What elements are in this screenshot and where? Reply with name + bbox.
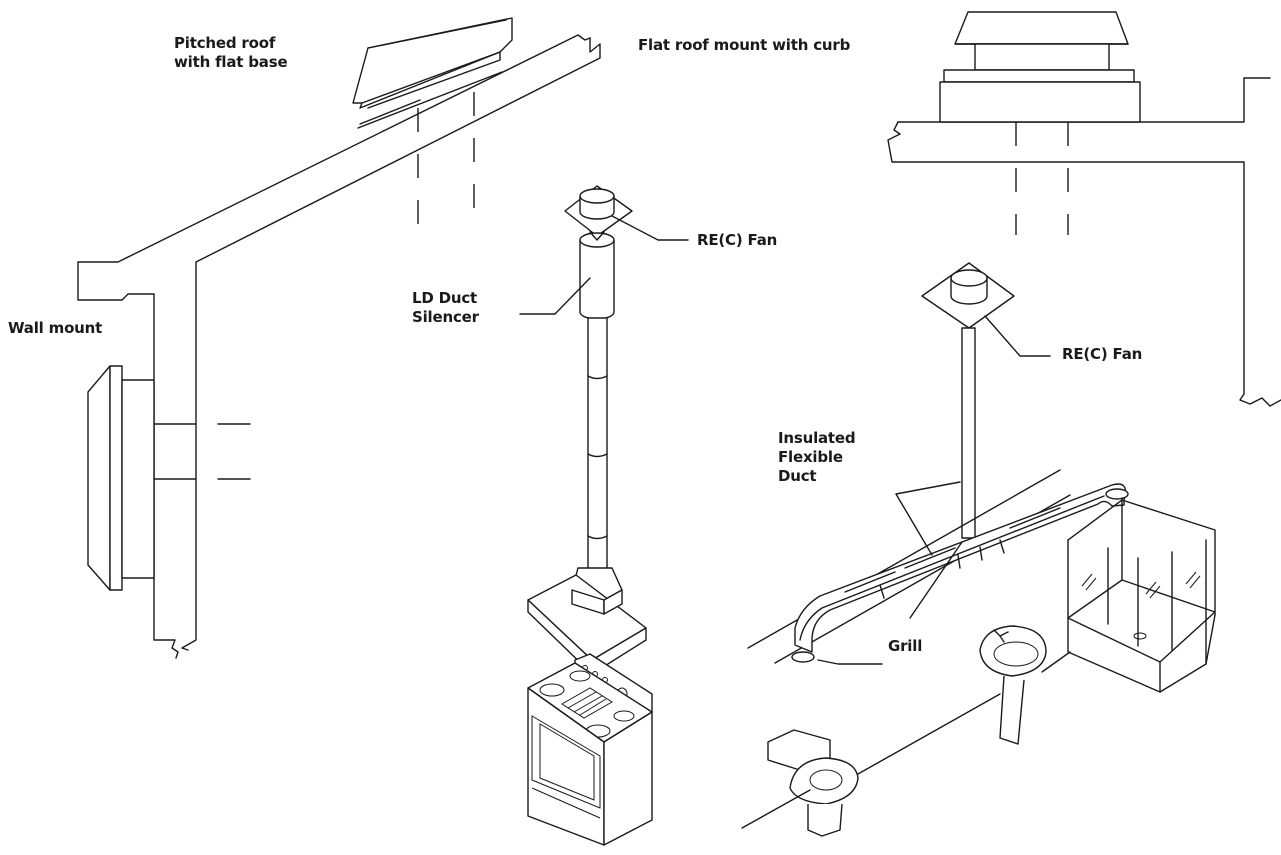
label-ld-duct-line2: Silencer xyxy=(412,308,479,326)
label-insulated-line2: Flexible xyxy=(778,448,843,466)
label-ld-duct: LD Duct Silencer xyxy=(412,289,479,327)
label-pitched-roof-line2: with flat base xyxy=(174,53,288,71)
label-pitched-roof-line1: Pitched roof xyxy=(174,34,276,52)
flexible-duct xyxy=(791,483,1129,663)
bathroom-duct-riser xyxy=(961,327,976,539)
label-insulated-line3: Duct xyxy=(778,467,817,485)
bathroom-fan xyxy=(921,262,1015,329)
leader-kitchen-fan xyxy=(611,215,689,241)
label-wall-mount: Wall mount xyxy=(8,319,103,337)
kitchen-duct xyxy=(587,317,608,571)
kitchen-fan xyxy=(564,185,633,237)
wall-mount-fan xyxy=(87,365,197,591)
bathroom-floor-lines xyxy=(741,651,1071,829)
duct-silencer xyxy=(579,231,615,320)
label-pitched-roof: Pitched roof with flat base xyxy=(174,34,288,72)
label-insulated-duct: Insulated Flexible Duct xyxy=(778,429,856,486)
leader-insulated-duct xyxy=(895,481,961,556)
range-hood xyxy=(527,567,647,675)
toilet xyxy=(767,729,859,837)
leader-bath-fan xyxy=(984,315,1051,357)
stove xyxy=(527,653,653,846)
shower-stall xyxy=(1067,497,1216,693)
label-insulated-line1: Insulated xyxy=(778,429,856,447)
label-grill: Grill xyxy=(888,637,923,655)
pitched-roof-structure xyxy=(77,34,601,659)
flat-roof-fan xyxy=(939,11,1141,123)
label-flat-roof: Flat roof mount with curb xyxy=(638,36,851,54)
leader-grill-2 xyxy=(909,541,963,619)
leader-grill-1 xyxy=(817,659,883,665)
pitched-roof-fan xyxy=(352,17,513,129)
leader-duct-silencer xyxy=(519,277,591,315)
label-rec-fan-bath: RE(C) Fan xyxy=(1062,345,1143,363)
label-ld-duct-line1: LD Duct xyxy=(412,289,478,307)
sink xyxy=(979,625,1047,745)
label-rec-fan-kitchen: RE(C) Fan xyxy=(697,231,778,249)
